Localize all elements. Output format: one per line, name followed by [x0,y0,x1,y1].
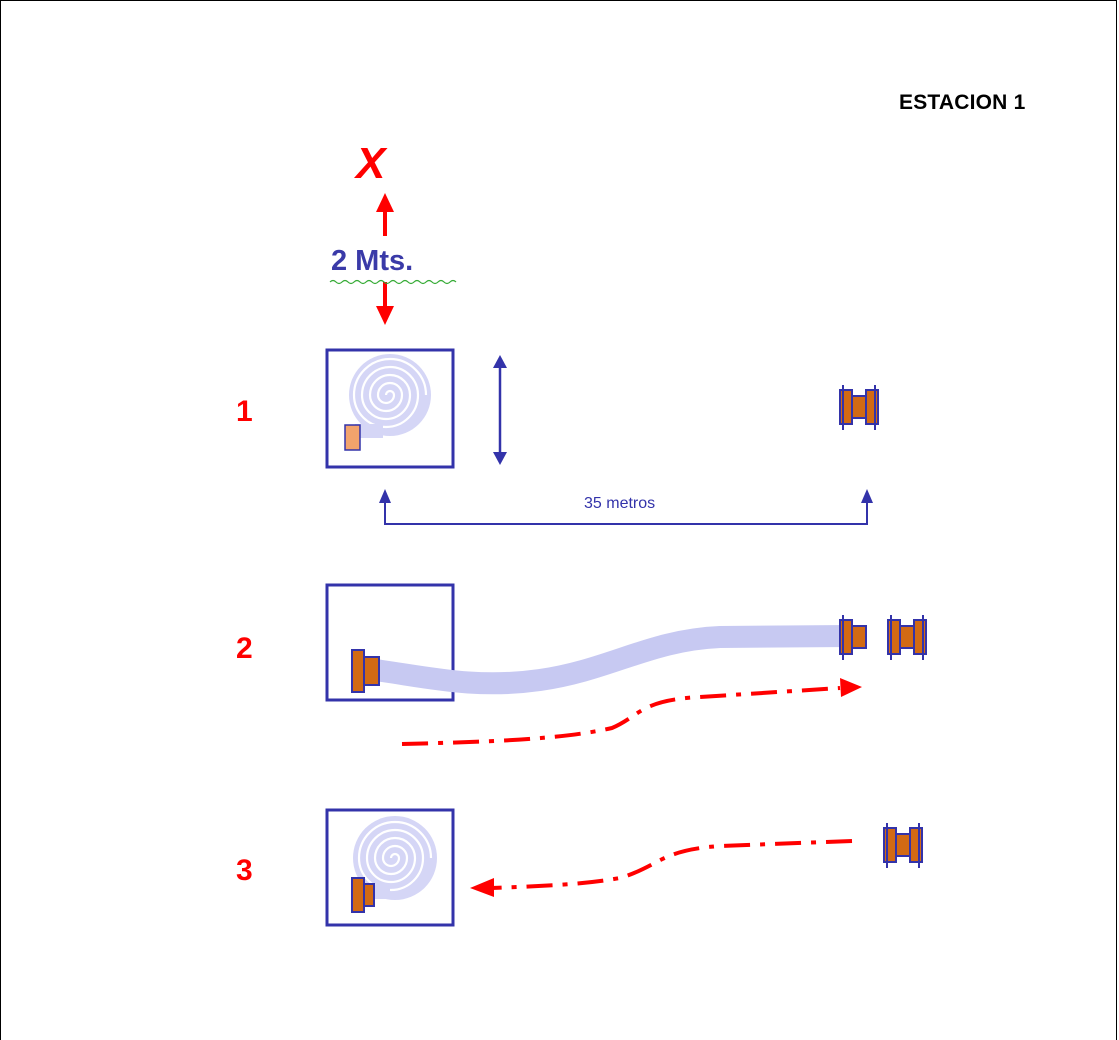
span-label: 35 metros [584,495,655,512]
span-measure-bracket [379,489,873,525]
two-meter-arrow [376,193,394,325]
run-out-path-arrow [401,678,862,746]
step-number-2: 2 [236,632,253,665]
return-path-arrow [470,839,853,897]
unrolled-hose [358,625,851,695]
connected-coupling-icon [839,615,867,660]
coiled-hose-icon [351,816,437,913]
vertical-measure-arrow [493,355,507,465]
coupling-icon [883,823,923,868]
coupling-icon [839,385,879,430]
hose-nozzle-icon [351,649,380,693]
step-number-3: 3 [236,854,253,887]
station-title: ESTACION 1 [899,91,1026,114]
step-number-1: 1 [236,395,253,428]
spellcheck-underline [329,279,457,285]
coiled-hose-icon [344,354,431,451]
target-x-mark: X [353,139,388,188]
distance-label: 2 Mts. [331,245,413,277]
coupling-icon [887,615,927,660]
